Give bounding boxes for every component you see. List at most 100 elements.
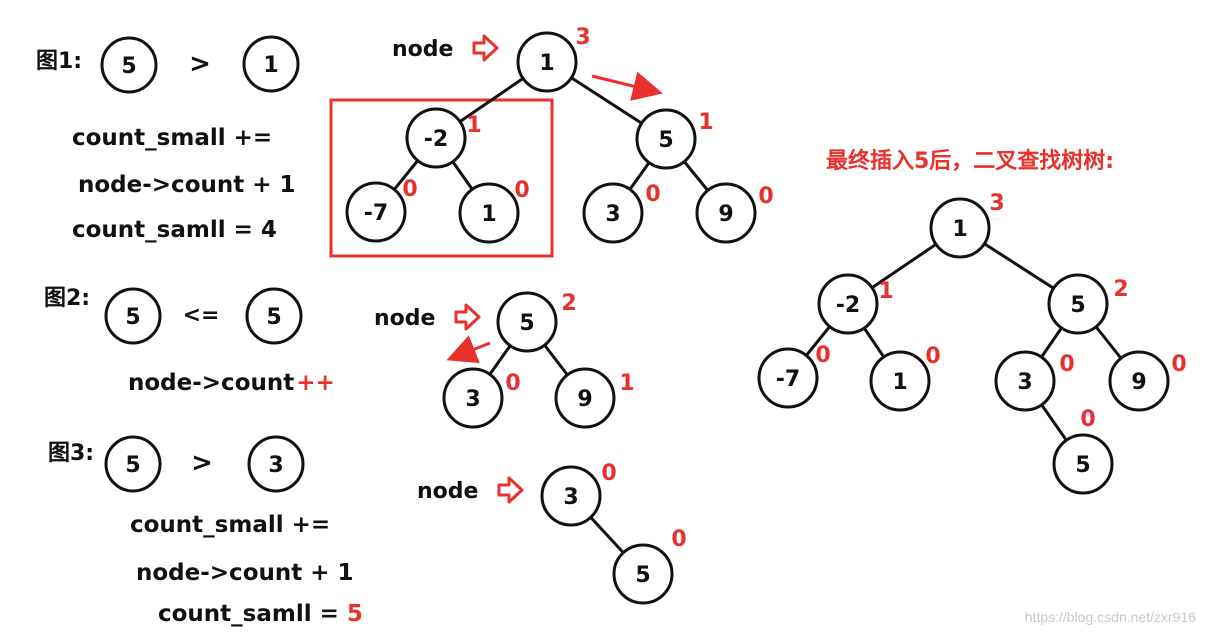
fig2-line1-text: node->count <box>128 370 294 396</box>
fig1-line1: count_small += <box>72 125 272 151</box>
tree-node-value: 9 <box>718 202 733 227</box>
fig2-right-value: 5 <box>266 305 281 330</box>
fig3-operator: > <box>191 448 213 478</box>
tree-node-value: -2 <box>836 293 860 318</box>
node-pointer-label-3: node <box>417 479 478 504</box>
node-pointer-label-2: node <box>374 306 435 331</box>
tree-node-count: 1 <box>878 279 893 304</box>
tree-node-value: 5 <box>658 128 673 153</box>
fig3-line3-value: 5 <box>347 601 363 627</box>
tree-node-count: 1 <box>698 110 713 135</box>
tree-node-value: 3 <box>1017 370 1032 395</box>
tree-node-value: 1 <box>892 370 907 395</box>
tree-node-count: 3 <box>989 191 1004 216</box>
tree-node-value: 5 <box>519 311 534 336</box>
fig1-label: 图1: <box>36 49 82 74</box>
fig1-left-circle <box>100 36 158 94</box>
tree-node-count: 0 <box>402 177 417 202</box>
fig3-label: 图3: <box>48 441 94 466</box>
tree-node-value: 3 <box>465 387 480 412</box>
fig2-line1-suffix: ++ <box>296 370 335 396</box>
tree-node-circle <box>582 182 644 244</box>
fig2-right-circle <box>245 287 303 345</box>
fig3-right-value: 3 <box>268 453 283 478</box>
tree-node-count: 3 <box>575 25 590 50</box>
fig3-left-value: 5 <box>125 453 140 478</box>
tree-node-circle <box>1052 433 1114 495</box>
tree-node-value: 3 <box>605 202 620 227</box>
tree-node-value: 5 <box>1070 293 1085 318</box>
fig1-left-value: 5 <box>121 54 136 79</box>
tree-node-value: 5 <box>635 563 650 588</box>
fig2-left-value: 5 <box>125 305 140 330</box>
tree-node-circle <box>869 350 931 412</box>
left-subtree-highlight-box <box>329 98 554 258</box>
fig1-right-value: 1 <box>263 53 278 78</box>
tree-node-circle <box>1047 273 1109 335</box>
fig3-line2: node->count + 1 <box>136 560 354 586</box>
final-tree-title: 最终插入5后，二叉查找树树: <box>826 148 1114 174</box>
tree-node-circle <box>757 347 819 409</box>
tree-node-count: 0 <box>1059 352 1074 377</box>
tree-node-circle <box>458 182 520 244</box>
tree-node-count: 0 <box>671 527 686 552</box>
go-right-arrow <box>591 71 663 101</box>
tree-node-circle <box>817 273 879 335</box>
tree-node-count: 0 <box>505 371 520 396</box>
fig2-label: 图2: <box>44 286 90 311</box>
tree-node-value: 5 <box>1075 453 1090 478</box>
tree-node-value: -2 <box>424 127 448 152</box>
tree-node-count: 1 <box>466 113 481 138</box>
tree-node-circle <box>516 31 578 93</box>
tree-node-count: 0 <box>601 461 616 486</box>
tree-node-count: 2 <box>1113 277 1128 302</box>
tree-node-count: 0 <box>645 182 660 207</box>
fig2-left-circle <box>104 287 162 345</box>
tree-node-count: 0 <box>758 184 773 209</box>
watermark: https://blog.csdn.net/zxr916 <box>1024 609 1196 625</box>
tree-node-value: 1 <box>539 51 554 76</box>
tree-node-circle <box>540 465 602 527</box>
tree-node-value: 1 <box>481 202 496 227</box>
tree-node-circle <box>405 107 467 169</box>
tree-node-count: 0 <box>925 344 940 369</box>
tree-node-circle <box>695 182 757 244</box>
fig2-line1: node->count++ <box>128 370 335 396</box>
tree-node-circle <box>442 367 504 429</box>
tree-node-value: 9 <box>577 387 592 412</box>
fig1-operator: > <box>189 49 211 79</box>
tree-node-value: -7 <box>364 201 388 226</box>
node-pointer-arrow-3 <box>497 476 524 504</box>
fig3-right-circle <box>247 435 305 493</box>
fig3-line3: count_samll = 5 <box>158 601 363 627</box>
fig3-line1: count_small += <box>130 512 330 538</box>
tree-node-value: -7 <box>776 367 800 392</box>
tree-node-value: 1 <box>952 217 967 242</box>
tree-node-circle <box>554 367 616 429</box>
tree-node-circle <box>612 543 674 605</box>
tree-node-value: 3 <box>563 485 578 510</box>
fig3-left-circle <box>104 435 162 493</box>
fig3-line3-text: count_samll = <box>158 601 347 627</box>
tree-node-count: 0 <box>1171 352 1186 377</box>
tree-node-circle <box>496 291 558 353</box>
tree-node-circle <box>345 181 407 243</box>
tree-node-count: 0 <box>1080 407 1095 432</box>
fig2-operator: <= <box>183 303 220 328</box>
tree-node-circle <box>1108 350 1170 412</box>
fig1-right-circle <box>242 35 300 93</box>
fig1-line2: node->count + 1 <box>78 172 296 198</box>
fig1-line3: count_samll = 4 <box>72 217 277 243</box>
tree-node-count: 2 <box>561 291 576 316</box>
tree-node-count: 0 <box>514 178 529 203</box>
node-pointer-arrow-1 <box>472 34 499 62</box>
tree-node-circle <box>994 350 1056 412</box>
tree-node-circle <box>635 108 697 170</box>
tree-node-value: 9 <box>1131 370 1146 395</box>
node-pointer-arrow-2 <box>454 303 481 331</box>
